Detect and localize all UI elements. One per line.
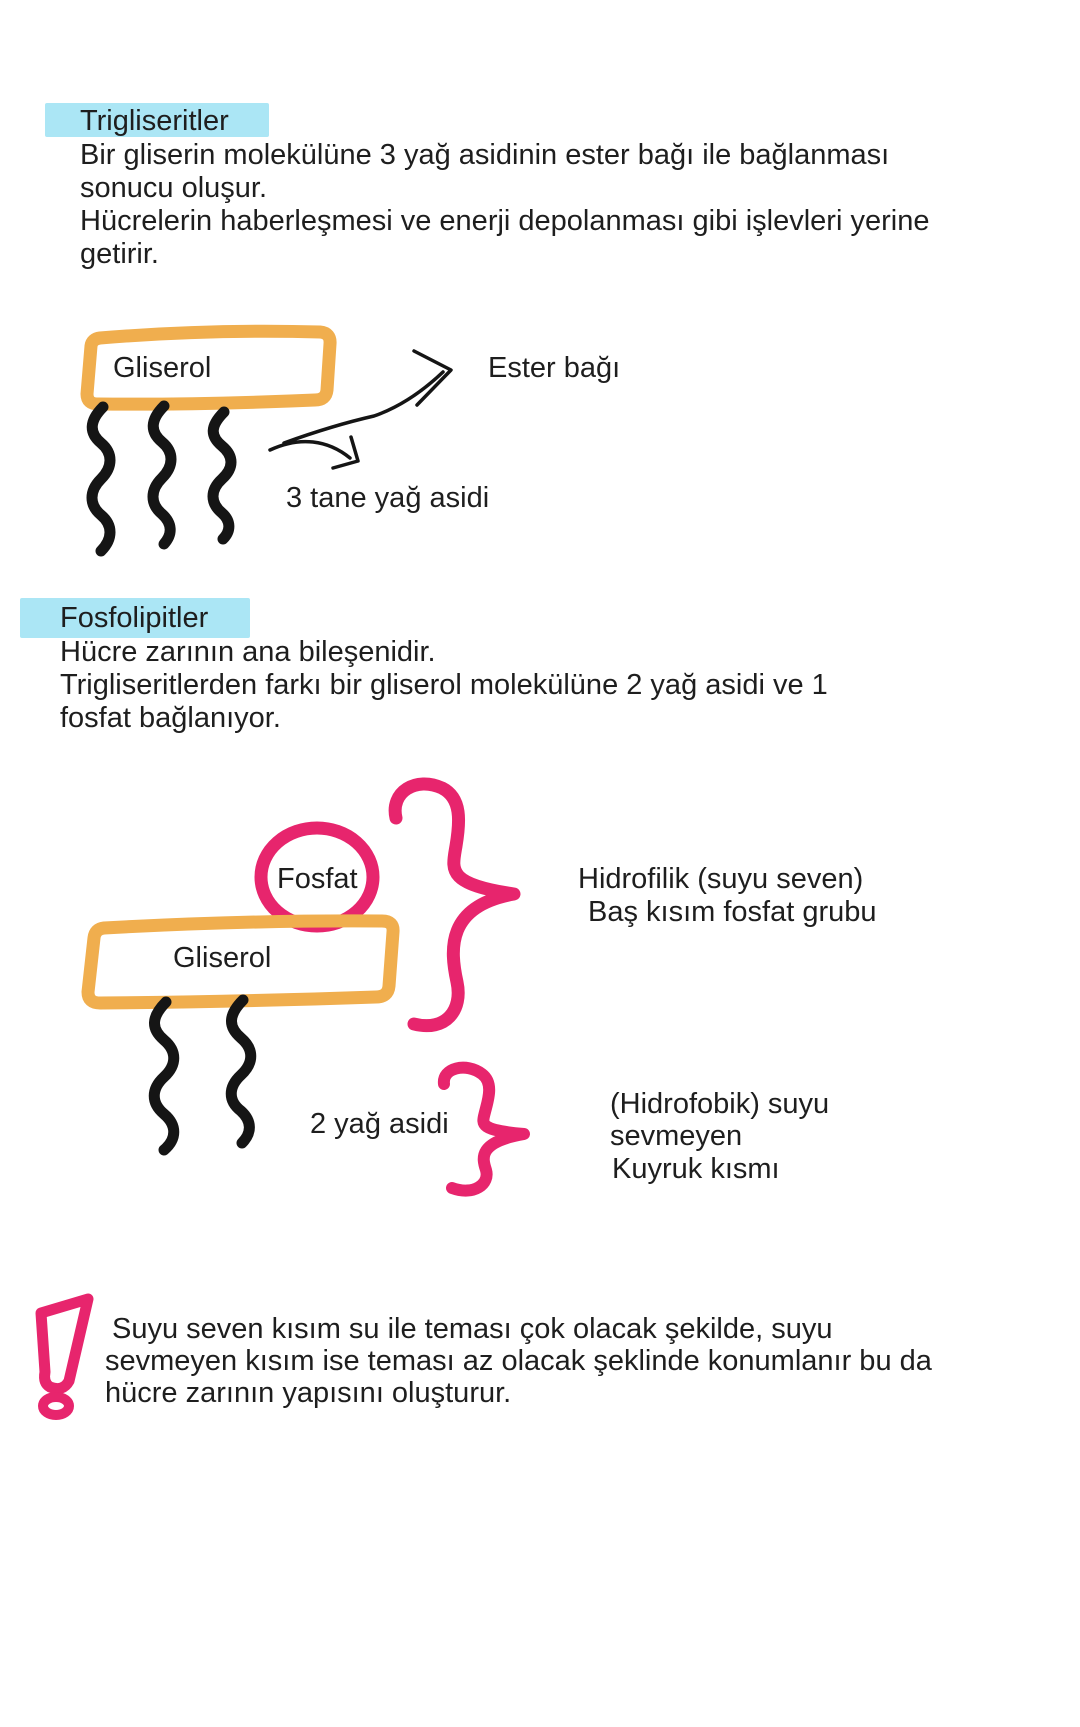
ester-bond-label: Ester bağı (488, 352, 621, 384)
fatty-acid-tail-5 (225, 994, 257, 1149)
hydrophilic-brace (388, 777, 521, 1033)
fatty-acid-tail-2 (147, 400, 177, 550)
title-highlight-fosfolipitler (20, 598, 250, 638)
glycerol-label: Gliserol (113, 352, 212, 384)
fatty-acids-label: 3 tane yağ asidi (286, 482, 490, 514)
fatty-acid-tail-3 (207, 406, 237, 545)
hydrophobic-label-line: sevmeyen (610, 1120, 743, 1152)
hydrophilic-label-line: Baş kısım fosfat grubu (588, 896, 877, 928)
hydrophobic-label-line: (Hidrofobik) suyu (610, 1088, 830, 1120)
exclamation-mark-dot (38, 1392, 74, 1420)
section-title-trigliseritler: Trigliseritler (80, 105, 229, 137)
body-text-line: Trigliseritlerden farkı bir gliserol mol… (60, 669, 828, 701)
note-text-line: hücre zarının yapısını oluşturur. (105, 1377, 512, 1409)
title-highlight-trigliseritler (45, 103, 269, 137)
exclamation-mark-body (35, 1293, 94, 1394)
body-text-line: sonucu oluşur. (80, 172, 268, 204)
fatty-acid-tail-4 (148, 996, 180, 1156)
note-text-line: Suyu seven kısım su ile teması çok olaca… (112, 1313, 833, 1345)
note-text-line: sevmeyen kısım ise teması az olacak şekl… (105, 1345, 932, 1377)
body-text-line: fosfat bağlanıyor. (60, 702, 281, 734)
hydrophobic-brace (438, 1061, 530, 1197)
glycerol-label: Gliserol (173, 942, 272, 974)
body-text-line: Hücre zarının ana bileşenidir. (60, 636, 436, 668)
body-text-line: Hücrelerin haberleşmesi ve enerji depola… (80, 205, 930, 237)
fatty-acid-tail-1 (86, 401, 116, 557)
section-title-fosfolipitler: Fosfolipitler (60, 602, 209, 634)
ester-bond-arrow (282, 370, 445, 445)
fatty-acids-arrowhead (331, 435, 360, 470)
phosphate-label: Fosfat (277, 863, 358, 895)
ester-bond-arrowhead (412, 349, 453, 407)
hydrophobic-label-line: Kuyruk kısmı (612, 1153, 780, 1185)
hydrophilic-label-line: Hidrofilik (suyu seven) (578, 863, 864, 895)
body-text-line: getirir. (80, 238, 159, 270)
body-text-line: Bir gliserin molekülüne 3 yağ asidinin e… (80, 139, 890, 171)
fatty-acids-label: 2 yağ asidi (310, 1108, 449, 1140)
fatty-acids-arrow (268, 439, 352, 460)
